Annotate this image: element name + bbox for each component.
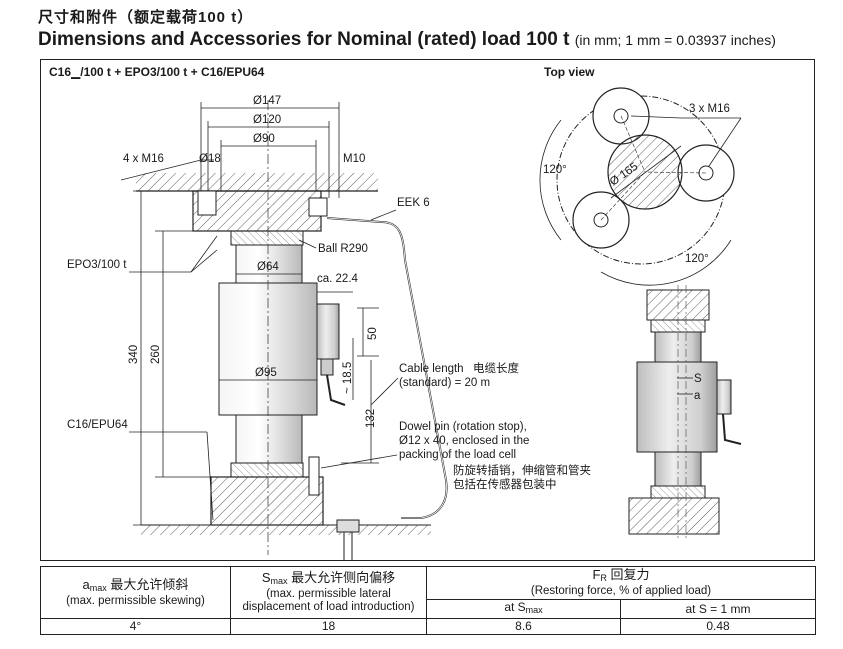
bottom-anchor <box>336 519 360 560</box>
dim-4xm16: 4 x M16 <box>123 153 164 165</box>
dim-50: 50 <box>367 327 379 340</box>
dim-22-4: ca. 22.4 <box>317 273 359 285</box>
load-cell-lower-neck <box>235 414 303 464</box>
right-vertical-dims <box>341 307 379 464</box>
value-restoring-force-1mm: 0.48 <box>619 618 817 635</box>
dim-260: 260 <box>150 345 162 364</box>
dim-64: Ø64 <box>257 261 279 273</box>
top-3xm16: 3 x M16 <box>689 103 730 115</box>
detail-s: S <box>694 373 702 385</box>
cable-length-std: (standard) = 20 m <box>399 377 490 389</box>
header-at-smax: at Smax <box>426 599 621 619</box>
header-max-lateral-displacement: Smax 最大允许侧向偏移 (max. permissible lateral … <box>230 566 427 619</box>
title-units-note: (in mm; 1 mm = 0.03937 inches) <box>574 32 776 48</box>
upper-mount-plate <box>192 190 328 232</box>
label-ball-r290: Ball R290 <box>318 243 368 255</box>
title-english-main: Dimensions and Accessories for Nominal (… <box>38 29 570 50</box>
dim-120: Ø120 <box>253 114 281 126</box>
cable-length-cn: 电缆长度 <box>473 361 519 375</box>
title-english: Dimensions and Accessories for Nominal (… <box>38 29 776 51</box>
cable-length-en: Cable length <box>399 363 464 375</box>
left-vertical-dims <box>133 190 231 526</box>
header-restoring-force: FR 回复力 (Restoring force, % of applied lo… <box>425 566 817 600</box>
dim-18: Ø18 <box>199 153 221 165</box>
base-plate <box>141 476 431 535</box>
header-max-skewing: amax 最大允许倾斜 (max. permissible skewing) <box>40 566 231 619</box>
value-max-lateral-displacement: 18 <box>230 618 427 635</box>
dim-340: 340 <box>128 345 140 364</box>
label-eek6: EEK 6 <box>397 197 430 209</box>
value-restoring-force-smax: 8.6 <box>426 618 621 635</box>
detail-view <box>628 285 742 540</box>
technical-drawing: C16▁/100 t + EPO3/100 t + C16/EPU64 Top … <box>49 65 742 560</box>
ceiling-structure <box>136 173 378 192</box>
dim-m10: M10 <box>343 153 365 165</box>
top-dimension-lines <box>120 102 340 198</box>
connector-housing <box>316 303 346 406</box>
dim-18-5: ~ 18.5 <box>342 362 354 394</box>
dim-147: Ø147 <box>253 95 281 107</box>
load-cell-neck <box>235 244 303 284</box>
dowel-pin <box>308 456 320 496</box>
label-epu64: C16/EPU64 <box>67 419 128 431</box>
dim-95: Ø95 <box>255 367 277 379</box>
upper-pressure-pad <box>230 230 304 246</box>
side-view-title: C16▁/100 t + EPO3/100 t + C16/EPU64 <box>49 65 265 79</box>
lower-pressure-pad <box>230 462 304 478</box>
dim-90: Ø90 <box>253 133 275 145</box>
spec-value-row: 4° 18 8.6 0.48 <box>40 618 817 635</box>
top-120-bottom: 120° <box>685 253 709 265</box>
dowel-note-2: Ø12 x 40, enclosed in the <box>399 435 529 447</box>
spec-table: amax 最大允许倾斜 (max. permissible skewing) S… <box>40 566 817 635</box>
dowel-note-cn2: 包括在传感器包装中 <box>453 477 557 491</box>
spec-subheader-row: at Smax at S = 1 mm <box>41 599 817 619</box>
title-chinese: 尺寸和附件（额定载荷100 t） <box>38 9 254 26</box>
dowel-note-3: packing of the load cell <box>399 449 516 461</box>
header-at-s-1mm: at S = 1 mm <box>619 599 817 619</box>
drawing-frame: C16▁/100 t + EPO3/100 t + C16/EPU64 Top … <box>40 59 815 561</box>
detail-a: a <box>694 390 701 402</box>
dowel-note-cn1: 防旋转插销，伸缩管和管夹 <box>453 463 591 477</box>
top-120-left: 120° <box>543 164 567 176</box>
dowel-note-1: Dowel pin (rotation stop), <box>399 421 527 433</box>
dim-132: 132 <box>365 409 377 428</box>
value-max-skewing: 4° <box>40 618 231 635</box>
top-view-title: Top view <box>544 65 595 79</box>
cable-inner <box>326 217 448 519</box>
label-epo3: EPO3/100 t <box>67 259 127 271</box>
top-view <box>539 87 742 286</box>
spec-header-row: amax 最大允许倾斜 (max. permissible skewing) S… <box>40 566 817 619</box>
